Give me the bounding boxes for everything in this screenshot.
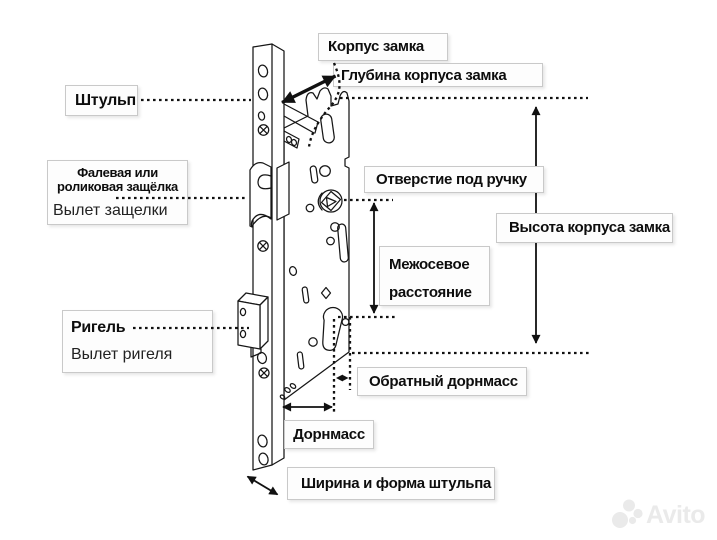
label-latch-line2: роликовая защёлка (57, 179, 178, 194)
label-latch-projection: Вылет защелки (53, 202, 168, 219)
label-deadbolt-title: Ригель (71, 319, 126, 336)
faceplate-holes (256, 64, 270, 466)
latch-shape (249, 161, 290, 228)
label-latch: Фалевая или роликовая защёлка Вылет заще… (47, 160, 188, 225)
label-faceplate-width: Ширина и форма штульпа (287, 467, 495, 500)
avito-watermark: Avito (610, 497, 706, 533)
avito-logo-icon (612, 499, 643, 528)
avito-watermark-text: Avito (646, 500, 706, 529)
label-reverse-backset: Обратный дорнмасс (357, 367, 527, 396)
handle-follower-hole (317, 189, 343, 213)
label-handle-hole: Отверстие под ручку (364, 166, 544, 193)
label-deadbolt-projection: Вылет ригеля (71, 346, 173, 363)
label-center-distance-line2: расстояние (389, 284, 472, 301)
label-deadbolt: Ригель Вылет ригеля (62, 310, 213, 373)
label-body-height: Высота корпуса замка (496, 213, 673, 243)
deadbolt-shape (237, 292, 269, 358)
label-lock-body: Корпус замка (318, 33, 448, 61)
label-center-distance: Межосевое расстояние (379, 246, 490, 306)
faceplate-shape (252, 43, 285, 471)
label-center-distance-line1: Межосевое (389, 256, 470, 273)
label-lock-body-depth: Глубина корпуса замка (333, 63, 543, 87)
label-backset: Дорнмасс (284, 420, 374, 449)
label-latch-line1: Фалевая или (77, 165, 158, 180)
label-faceplate: Штульп (65, 85, 138, 116)
